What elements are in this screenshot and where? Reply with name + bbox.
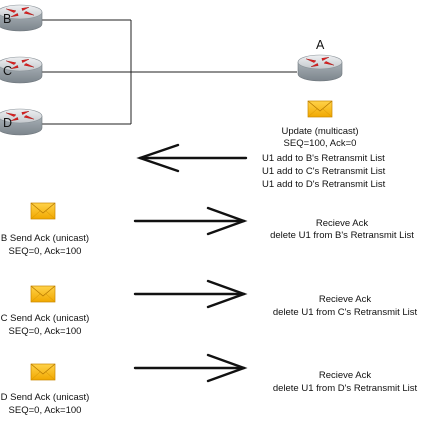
retransmit-add-b: U1 add to B's Retransmit List <box>262 153 385 164</box>
router-d-label: D <box>3 116 13 130</box>
network-links <box>42 19 297 125</box>
ack-b-arrow-icon <box>133 206 248 236</box>
update-arrow-icon <box>136 143 248 173</box>
ack-d-delete: delete U1 from D's Retransmit List <box>272 383 418 394</box>
router-a-label: A <box>316 38 325 52</box>
ack-c-send: C Send Ack (unicast) <box>0 313 90 324</box>
router-b-label: B <box>3 12 12 26</box>
ack-d-send: D Send Ack (unicast) <box>0 392 90 403</box>
ack-d-arrow-icon <box>133 353 248 383</box>
ack-c-arrow-icon <box>133 279 248 309</box>
ack-d-envelope-icon <box>30 363 56 381</box>
ack-b-delete: delete U1 from B's Retransmit List <box>270 230 414 241</box>
retransmit-add-d: U1 add to D's Retransmit List <box>262 179 386 190</box>
ack-c-delete: delete U1 from C's Retransmit List <box>272 307 418 318</box>
ack-c-envelope-icon <box>30 285 56 303</box>
ack-c-recv: Recieve Ack <box>318 294 372 305</box>
ack-b-envelope-icon <box>30 202 56 220</box>
ack-b-seq: SEQ=0, Ack=100 <box>8 246 82 257</box>
router-a-icon <box>297 54 343 82</box>
ack-b-recv: Recieve Ack <box>315 218 369 229</box>
ack-d-recv: Recieve Ack <box>318 370 372 381</box>
ack-d-seq: SEQ=0, Ack=100 <box>8 405 82 416</box>
ack-c-seq: SEQ=0, Ack=100 <box>8 326 82 337</box>
update-envelope-icon <box>307 100 333 118</box>
retransmit-add-c: U1 add to C's Retransmit List <box>262 166 386 177</box>
update-seq: SEQ=100, Ack=0 <box>283 138 357 149</box>
router-c-label: C <box>3 64 13 78</box>
ack-b-send: B Send Ack (unicast) <box>0 233 90 244</box>
update-title: Update (multicast) <box>281 126 359 137</box>
